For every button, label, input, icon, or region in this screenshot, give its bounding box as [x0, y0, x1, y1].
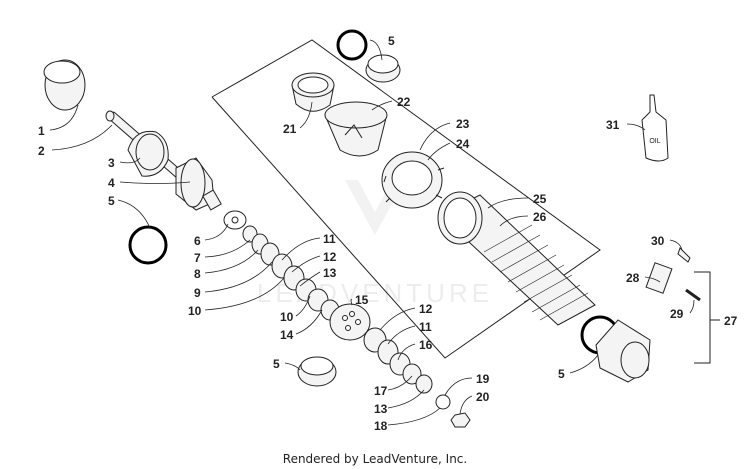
part-spring-seat — [381, 151, 445, 209]
callout-26: 26 — [533, 210, 547, 224]
part-cup — [291, 72, 335, 112]
oil-bottle-label: OIL — [649, 138, 660, 145]
callout-21: 21 — [283, 122, 297, 136]
callout-6: 6 — [194, 234, 201, 248]
callout-27: 27 — [724, 314, 738, 328]
callout-18: 18 — [374, 419, 388, 433]
callout-23: 23 — [456, 117, 470, 131]
leader-lines — [49, 39, 695, 426]
callout-4: 4 — [108, 176, 115, 190]
part-bottom-eyelet — [595, 319, 651, 383]
callout-28: 28 — [626, 271, 640, 285]
callout-22: 22 — [397, 95, 411, 109]
callout-14: 14 — [280, 328, 294, 342]
part-shaft-cap — [127, 130, 169, 177]
bracket-27 — [694, 271, 720, 364]
callout-10-lower: 10 — [280, 310, 294, 324]
callout-11: 11 — [323, 232, 336, 246]
part-shaft-body — [175, 157, 222, 211]
callout-12-lower: 12 — [419, 302, 433, 316]
callout-9: 9 — [194, 286, 201, 300]
callout-13-lower: 13 — [374, 402, 388, 416]
callout-17: 17 — [374, 384, 388, 398]
callout-16: 16 — [419, 338, 433, 352]
callout-8: 8 — [194, 267, 201, 281]
callout-labels: 1 2 3 4 5 6 7 8 9 10 11 12 13 10 14 15 1… — [38, 34, 738, 433]
callout-5-right: 5 — [558, 367, 565, 381]
callout-2: 2 — [38, 144, 45, 158]
part-bushing-top — [43, 59, 86, 111]
callout-30: 30 — [651, 234, 665, 248]
callout-15: 15 — [355, 293, 369, 307]
part-valve — [645, 247, 701, 302]
assembly-outline — [211, 39, 601, 359]
callout-1: 1 — [38, 124, 45, 138]
footer-credit: Rendered by LeadVenture, Inc. — [282, 452, 468, 466]
callout-3: 3 — [108, 156, 115, 170]
part-band-top — [365, 54, 401, 83]
callout-11-lower: 11 — [419, 320, 432, 334]
callout-10: 10 — [188, 304, 202, 318]
part-band-lower — [297, 356, 337, 387]
part-oil-bottle: OIL — [641, 94, 669, 162]
callout-24: 24 — [456, 137, 470, 151]
callout-5-lower: 5 — [273, 357, 280, 371]
callout-25: 25 — [533, 192, 547, 206]
callout-20: 20 — [476, 390, 490, 404]
callout-13: 13 — [323, 266, 337, 280]
part-sleeve — [324, 101, 388, 157]
part-oring-left — [128, 225, 168, 265]
callout-12: 12 — [323, 250, 337, 264]
callout-19: 19 — [476, 372, 490, 386]
callout-29: 29 — [670, 307, 684, 321]
part-piston-stack — [223, 210, 471, 428]
callout-5: 5 — [108, 194, 115, 208]
callout-31: 31 — [606, 118, 620, 132]
callout-5-top: 5 — [388, 34, 395, 48]
part-oring-top — [336, 29, 368, 61]
callout-7: 7 — [194, 251, 201, 265]
part-reservoir-body — [437, 191, 596, 326]
